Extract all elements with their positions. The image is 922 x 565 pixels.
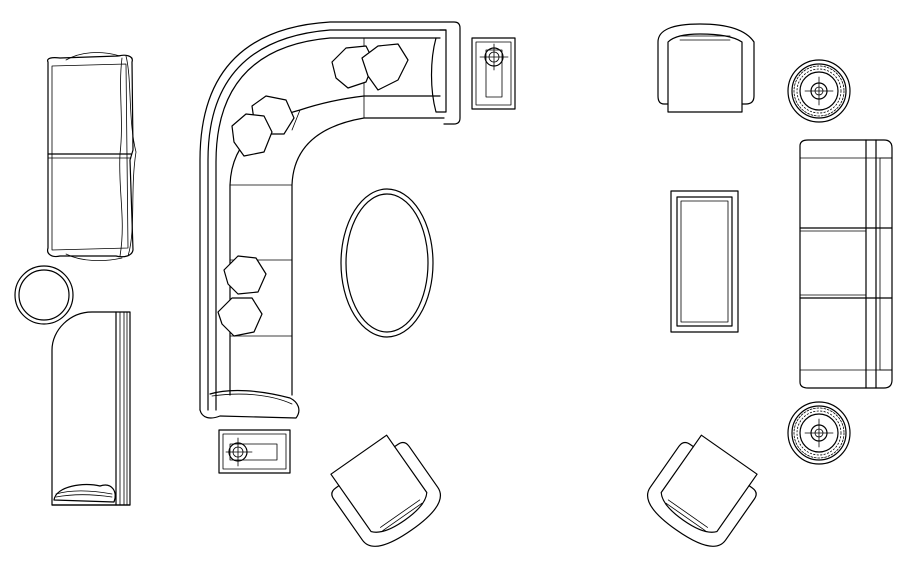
- end-table-top: [471, 37, 516, 110]
- cushion-pillows: [217, 43, 409, 337]
- armchair-bottom-right: [646, 434, 758, 547]
- round-side-table: [14, 265, 74, 325]
- armchair-bottom-left: [330, 434, 442, 547]
- three-seat-sofa: [799, 139, 893, 389]
- ornate-side-table-bottom: [787, 401, 851, 465]
- curved-sectional-sofa: [199, 21, 461, 419]
- left-sofa: [47, 52, 137, 262]
- ornate-side-table-top: [787, 59, 851, 123]
- end-table-bottom: [218, 429, 291, 474]
- armchair-top: [657, 23, 755, 113]
- rectangular-coffee-table: [670, 190, 739, 333]
- oval-coffee-table: [340, 188, 434, 338]
- chaise-lounge: [51, 311, 131, 506]
